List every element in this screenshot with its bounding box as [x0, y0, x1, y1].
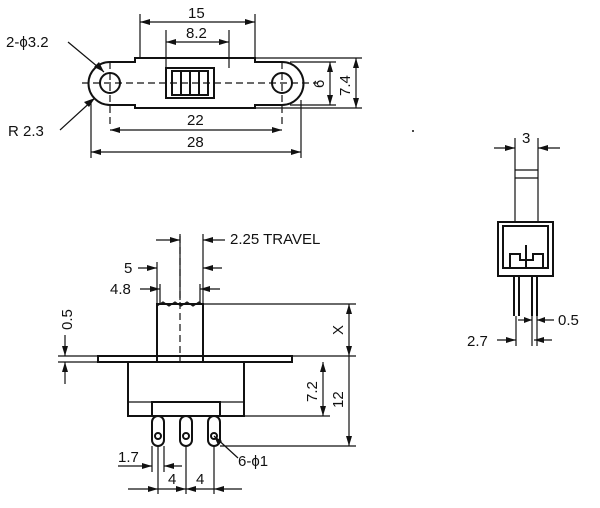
dim-7-4-label: 7.4: [337, 75, 354, 96]
side-view-body: [497, 221, 554, 277]
dim-0-5-side-label: 0.5: [558, 312, 579, 329]
travel-label: 2.25 TRAVEL: [230, 231, 320, 248]
dim-1-7-label: 1.7: [118, 449, 139, 466]
hole-callout-label: 2-ϕ3.2: [6, 34, 49, 51]
dim-12-label: 12: [330, 391, 347, 408]
dim-5-label: 5: [124, 260, 132, 277]
top-view: 15 8.2 2-ϕ3.2 R 2.3 6 7.4 22: [6, 5, 362, 158]
dim-4-left-label: 4: [168, 471, 176, 488]
dim-4-right-label: 4: [196, 471, 204, 488]
dim-8-2-label: 8.2: [186, 25, 207, 42]
pins: [151, 415, 221, 447]
dim-22-label: 22: [187, 112, 204, 129]
side-view: 3 0.5 2.7: [467, 130, 579, 350]
dim-6-label: 6: [311, 80, 328, 88]
dim-15-label: 15: [188, 5, 205, 22]
actuator: [156, 303, 204, 363]
dim-2-7-label: 2.7: [467, 333, 488, 350]
dim-7-2-label: 7.2: [304, 381, 321, 402]
dim-x-label: X: [330, 325, 347, 335]
radius-callout-label: R 2.3: [8, 123, 44, 140]
dim-4-8-label: 4.8: [110, 281, 131, 298]
front-view: 2.25 TRAVEL 5 4.8: [58, 231, 356, 494]
pin-callout-label: 6-ϕ1: [238, 453, 268, 470]
switch-body: [127, 361, 245, 417]
dim-0-5-front-label: 0.5: [59, 309, 76, 330]
stray-mark: [412, 130, 414, 132]
slider-window: [165, 67, 215, 99]
dim-3-label: 3: [522, 130, 530, 147]
dim-28-label: 28: [187, 134, 204, 151]
